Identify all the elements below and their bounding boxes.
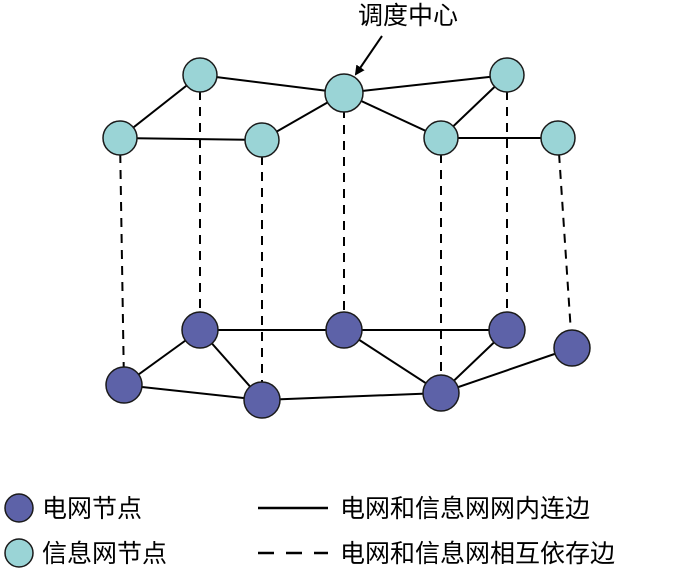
info-node bbox=[102, 120, 138, 156]
power-node bbox=[325, 311, 363, 349]
power-node bbox=[243, 381, 281, 419]
interdependent-edges bbox=[119, 75, 573, 400]
dispatch-center-node bbox=[324, 73, 364, 113]
power-node bbox=[553, 329, 591, 367]
info-network-nodes bbox=[102, 57, 576, 158]
legend: 电网节点 信息网节点 电网和信息网网内连边 电网和信息网相互依存边 bbox=[4, 493, 615, 568]
dispatch-center-arrow bbox=[354, 35, 383, 76]
power-node bbox=[422, 374, 460, 412]
intra-edge bbox=[261, 392, 442, 401]
info-node bbox=[489, 57, 525, 93]
legend-info-node-swatch bbox=[4, 538, 34, 568]
legend-inter-edge-label: 电网和信息网相互依存边 bbox=[340, 539, 615, 568]
info-node bbox=[182, 57, 218, 93]
power-network-nodes bbox=[105, 311, 591, 419]
intra-edge bbox=[123, 384, 263, 401]
intra-edge bbox=[440, 347, 573, 394]
intra-edge bbox=[199, 74, 345, 94]
legend-info-node-label: 信息网节点 bbox=[42, 539, 167, 568]
intra-edge bbox=[119, 137, 263, 141]
info-network-edges bbox=[119, 74, 558, 141]
dispatch-center-label: 调度中心 bbox=[358, 1, 458, 30]
legend-intra-edge-label: 电网和信息网网内连边 bbox=[340, 494, 590, 523]
power-node bbox=[181, 311, 219, 349]
intra-edge bbox=[343, 329, 442, 394]
legend-power-node-label: 电网节点 bbox=[42, 494, 142, 523]
dep-edge bbox=[557, 137, 573, 349]
legend-power-node-swatch bbox=[4, 493, 34, 523]
intra-edge bbox=[343, 74, 508, 94]
dispatch-center-annotation: 调度中心 bbox=[354, 1, 458, 76]
power-node bbox=[105, 366, 143, 404]
dep-edge bbox=[119, 137, 125, 386]
info-node bbox=[540, 120, 576, 156]
info-node bbox=[244, 122, 280, 158]
info-node bbox=[423, 120, 459, 156]
power-node bbox=[488, 311, 526, 349]
